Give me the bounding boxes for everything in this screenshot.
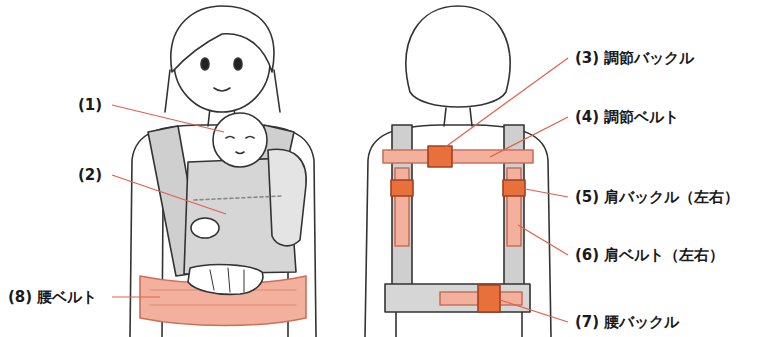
callout-label: (4) 調節ベルト	[575, 108, 679, 126]
callout-label: (1)	[78, 96, 102, 114]
callout-label: (2)	[78, 166, 102, 184]
callout-label: (7) 腰バックル	[575, 313, 679, 331]
callout-label: (6) 肩ベルト（左右）	[575, 246, 724, 264]
callout-label: (3) 調節バックル	[575, 49, 694, 67]
callout-label: (8) 腰ベルト	[8, 288, 97, 306]
callout-label: (5) 肩バックル（左右）	[575, 188, 739, 206]
leader-lines	[112, 58, 568, 322]
